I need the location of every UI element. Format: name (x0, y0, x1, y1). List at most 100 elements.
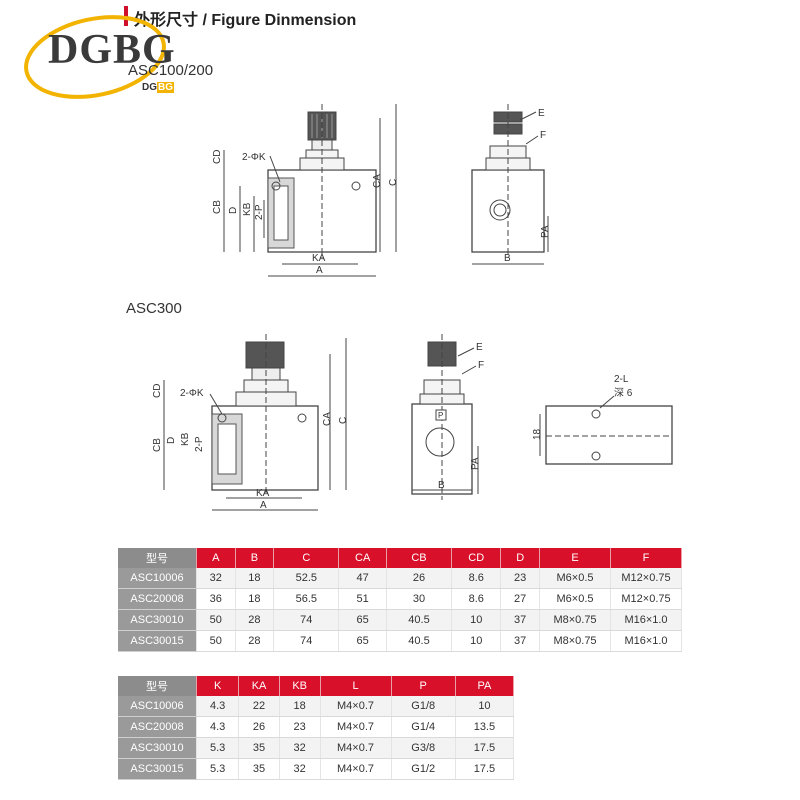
cell: 17.5 (455, 737, 515, 759)
table-row: ASC30015 50 28 74 65 40.5 10 37 M8×0.75 … (118, 630, 682, 652)
svg-text:E: E (476, 342, 483, 353)
cell: 28 (235, 630, 275, 652)
logo: DGBG (48, 27, 176, 73)
cell-model: ASC20008 (118, 716, 197, 738)
cell: M6×0.5 (539, 588, 611, 610)
cell: 32 (279, 758, 321, 780)
cell: 10 (455, 696, 515, 717)
svg-text:C: C (388, 179, 399, 186)
cell: 4.3 (196, 716, 240, 738)
table-header-row: 型号 A B C CA CB CD D E F (118, 548, 682, 568)
table-row: ASC10006 4.3 22 18 M4×0.7 G1/8 10 (118, 696, 515, 717)
col-header-c: C (273, 548, 340, 568)
col-header-cd: CD (451, 548, 502, 568)
drawing-asc100-front: CD CB D KB 2-P 2-ΦK KA A CA C (212, 104, 399, 277)
table-header-row: 型号 K KA KB L P PA (118, 676, 515, 696)
col-header-ca: CA (338, 548, 387, 568)
cell: 30 (386, 588, 453, 610)
col-header-k: K (196, 676, 240, 696)
cell: 47 (338, 568, 387, 589)
cell: 37 (500, 609, 540, 631)
cell-model: ASC10006 (118, 568, 197, 589)
logo-sub-left: DG (142, 82, 157, 93)
svg-text:KA: KA (256, 488, 270, 499)
svg-text:B: B (504, 253, 511, 264)
drawing-asc300-side: P E F B PA (411, 334, 484, 500)
cell: 4.3 (196, 696, 240, 717)
cell: 32 (279, 737, 321, 759)
cell: M12×0.75 (610, 568, 682, 589)
svg-text:CB: CB (212, 200, 223, 214)
cell: 27 (500, 588, 540, 610)
cell: 26 (238, 716, 280, 738)
page-title: 外形尺寸 / Figure Dinmension (134, 12, 357, 29)
svg-text:CA: CA (322, 412, 333, 426)
svg-text:A: A (316, 265, 323, 276)
svg-text:PA: PA (540, 225, 551, 238)
svg-text:2-L: 2-L (614, 374, 629, 385)
section-label-asc100-200: ASC100/200 (128, 62, 214, 79)
svg-text:18: 18 (532, 428, 543, 440)
cell: 52.5 (273, 568, 340, 589)
table-row: ASC20008 4.3 26 23 M4×0.7 G1/4 13.5 (118, 716, 515, 738)
svg-text:D: D (228, 207, 239, 214)
cell: M12×0.75 (610, 588, 682, 610)
drawing-asc300-front: CD CB D KB 2-P 2-ΦK KA A CA C (152, 334, 349, 511)
cell: G1/8 (391, 696, 456, 717)
cell: 50 (196, 609, 236, 631)
col-header-p: P (391, 676, 456, 696)
svg-text:F: F (478, 360, 484, 371)
svg-text:2-ΦK: 2-ΦK (180, 388, 204, 399)
svg-text:KB: KB (242, 202, 253, 216)
cell: 35 (238, 758, 280, 780)
cell: 36 (196, 588, 236, 610)
spec-table-2: 型号 K KA KB L P PA ASC10006 4.3 22 18 M4×… (118, 676, 515, 780)
cell: 13.5 (455, 716, 515, 738)
table-row: ASC30015 5.3 35 32 M4×0.7 G1/2 17.5 (118, 758, 515, 780)
col-header-l: L (320, 676, 392, 696)
svg-text:CB: CB (152, 438, 163, 452)
col-header-cb: CB (386, 548, 453, 568)
cell: M4×0.7 (320, 737, 392, 759)
cell-model: ASC30010 (118, 609, 197, 631)
cell: G1/2 (391, 758, 456, 780)
cell: 10 (451, 609, 502, 631)
svg-text:2-P: 2-P (254, 204, 265, 220)
col-header-b: B (235, 548, 275, 568)
svg-text:KA: KA (312, 253, 326, 264)
drawing-asc100-side: E F B PA (471, 104, 551, 265)
svg-text:B: B (438, 480, 445, 491)
col-header-f: F (610, 548, 682, 568)
cell: M4×0.7 (320, 696, 392, 717)
svg-text:A: A (260, 500, 267, 511)
svg-text:2-P: 2-P (194, 436, 205, 452)
cell: 18 (235, 568, 275, 589)
svg-text:CD: CD (152, 384, 163, 398)
spec-table-1: 型号 A B C CA CB CD D E F ASC10006 32 18 5… (118, 548, 682, 652)
cell: 5.3 (196, 758, 240, 780)
cell: M8×0.75 (539, 630, 611, 652)
cell: 22 (238, 696, 280, 717)
svg-text:CA: CA (372, 174, 383, 188)
cell: 23 (500, 568, 540, 589)
logo-sub: DGBG (142, 82, 174, 93)
cell: G3/8 (391, 737, 456, 759)
cell-model: ASC30015 (118, 758, 197, 780)
cell: 56.5 (273, 588, 340, 610)
cell: M16×1.0 (610, 630, 682, 652)
col-header-model: 型号 (118, 676, 197, 696)
cell: 23 (279, 716, 321, 738)
table-row: ASC30010 5.3 35 32 M4×0.7 G3/8 17.5 (118, 737, 515, 759)
cell: M8×0.75 (539, 609, 611, 631)
drawing-asc300-bottom: 2-L 深 6 18 (532, 374, 673, 465)
cell: 51 (338, 588, 387, 610)
svg-text:2-ΦK: 2-ΦK (242, 152, 266, 163)
col-header-d: D (500, 548, 540, 568)
svg-text:F: F (540, 130, 546, 141)
svg-text:P: P (438, 411, 443, 420)
cell-model: ASC30010 (118, 737, 197, 759)
cell: 8.6 (451, 568, 502, 589)
logo-ring-icon (24, 15, 166, 99)
cell: 18 (279, 696, 321, 717)
cell-model: ASC30015 (118, 630, 197, 652)
